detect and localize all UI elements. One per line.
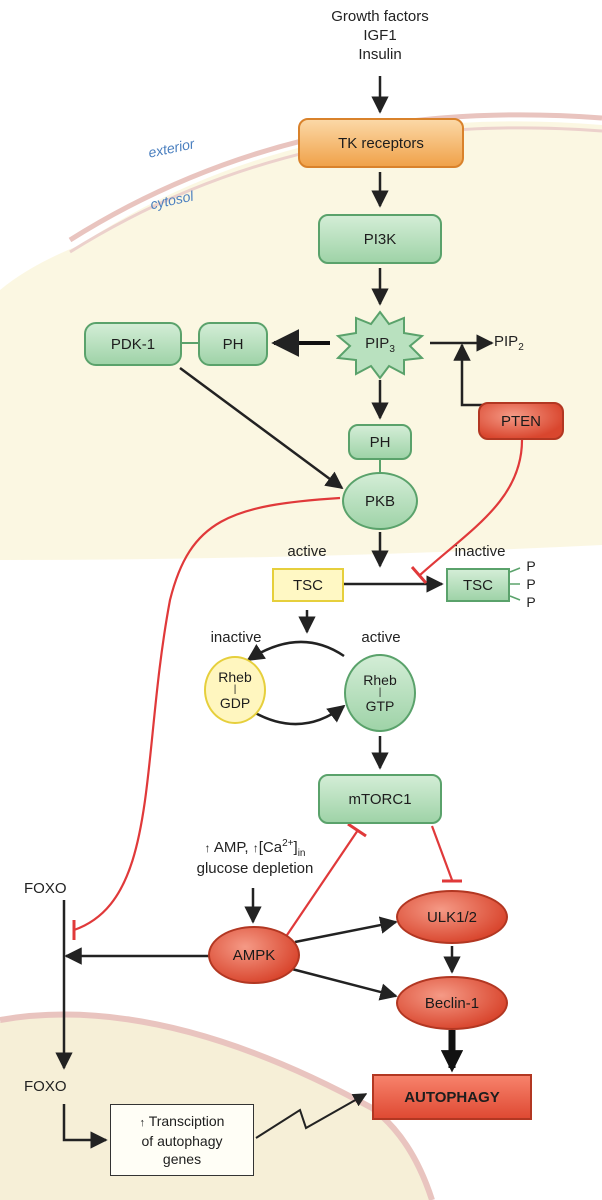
foxo-cytosol-label: FOXO: [24, 880, 67, 897]
inhibition-pten-to-tsc: [419, 439, 524, 576]
ulk-label: ULK1/2: [426, 908, 478, 926]
rheb-gtp-top-label: Rheb: [363, 672, 397, 688]
autophagy-node: AUTOPHAGY: [372, 1074, 532, 1120]
inhibition-bar-tsc: [410, 566, 428, 584]
phospho-p-1: P: [526, 558, 536, 574]
arrow-transcription-to-autophagy: [255, 1093, 368, 1139]
ligand-growth-factors: Growth factors: [331, 8, 429, 25]
pi3k-label: PI3K: [363, 230, 397, 248]
tsc-inactive-label: TSC: [463, 576, 493, 594]
rheb-gtp-bottom-label: GTP: [365, 698, 395, 714]
rheb-gdp-node: Rheb | GDP: [204, 656, 266, 724]
arrow-foxo-to-transcription: [62, 1104, 108, 1149]
beclin-label: Beclin-1: [424, 994, 480, 1012]
arrow-pdk1-to-pkb: [179, 366, 344, 490]
phospho-tick-3: [509, 595, 521, 601]
arrow-rheb-gtp-to-gdp: [246, 640, 345, 662]
ampk-label: AMPK: [232, 946, 276, 964]
pi3k-node: PI3K: [318, 214, 442, 264]
ampk-node: AMPK: [208, 926, 300, 984]
inhibition-mtorc1-to-ulk: [430, 825, 454, 881]
rheb-active-state-label: active: [361, 629, 401, 646]
rheb-gdp-divider: |: [233, 684, 237, 695]
nuclear-membrane: [0, 1011, 435, 1200]
energy-stress-line2: glucose depletion: [196, 860, 314, 877]
pkb-label: PKB: [364, 492, 395, 510]
phospho-p-3: P: [526, 594, 536, 610]
pip3-node-shape: [335, 310, 425, 380]
cytosol-region: [0, 121, 602, 560]
pdk1-label: PDK-1: [110, 335, 156, 353]
rheb-gdp-top-label: Rheb: [218, 669, 252, 685]
rheb-gtp-divider: |: [378, 687, 382, 698]
rheb-gtp-node: Rheb | GTP: [344, 654, 416, 732]
inhibition-bar-mtorc1: [347, 822, 367, 838]
pkb-node: PKB: [342, 472, 418, 530]
phospho-tick-1: [509, 567, 521, 573]
rheb-gdp-bottom-label: GDP: [219, 695, 251, 711]
foxo-nucleus-label: FOXO: [24, 1078, 67, 1095]
tsc-active-state-label: active: [287, 543, 327, 560]
phospho-p-2: P: [526, 576, 536, 592]
ligand-igf1: IGF1: [363, 27, 397, 44]
inhibition-pkb-to-foxo: [73, 496, 341, 932]
transcription-line3: genes: [162, 1151, 202, 1167]
mtorc1-label: mTORC1: [348, 790, 412, 808]
arrow-rheb-gdp-to-gtp: [249, 704, 346, 726]
pdk1-ph-label: PH: [222, 335, 244, 353]
inhibition-ampk-to-mtorc1: [284, 829, 359, 939]
transcription-box: ↑ Transciption of autophagy genes: [110, 1104, 254, 1176]
pten-label: PTEN: [500, 412, 541, 430]
pdk1-node: PDK-1: [84, 322, 182, 366]
ulk-node: ULK1/2: [396, 890, 508, 944]
autophagy-label: AUTOPHAGY: [404, 1088, 500, 1106]
pten-node: PTEN: [478, 402, 564, 440]
pip2-label: PIP2: [494, 333, 524, 353]
energy-stress-line1: ↑ AMP, ↑[Ca2+]in: [204, 838, 306, 859]
arrow-ampk-to-beclin: [287, 966, 398, 1001]
tsc-active-node: TSC: [272, 568, 344, 602]
beclin-node: Beclin-1: [396, 976, 508, 1030]
tk-receptors-label: TK receptors: [338, 134, 424, 152]
tsc-active-label: TSC: [293, 576, 323, 594]
pkb-ph-label: PH: [369, 433, 391, 451]
pkb-ph-node: PH: [348, 424, 412, 460]
tsc-inactive-node: TSC: [446, 568, 510, 602]
pip3-label: PIP3: [365, 335, 395, 355]
transcription-line1: ↑ Transciption: [139, 1113, 225, 1129]
tk-receptors-node: TK receptors: [298, 118, 464, 168]
arrow-ampk-to-ulk: [294, 916, 398, 944]
transcription-line2: of autophagy: [141, 1133, 223, 1149]
ligand-insulin: Insulin: [358, 46, 402, 63]
mtorc1-node: mTORC1: [318, 774, 442, 824]
pdk1-ph-node: PH: [198, 322, 268, 366]
rheb-inactive-state-label: inactive: [210, 629, 262, 646]
tsc-inactive-state-label: inactive: [454, 543, 506, 560]
